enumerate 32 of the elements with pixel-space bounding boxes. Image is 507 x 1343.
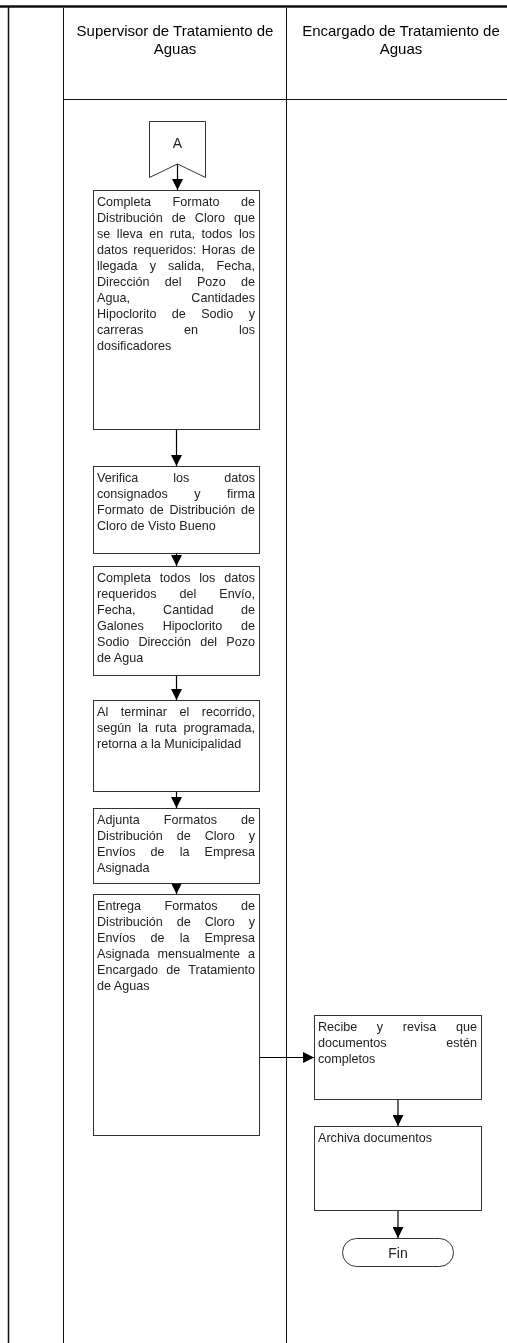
swimlane bbox=[63, 8, 287, 1343]
arrow bbox=[259, 1052, 315, 1063]
arrow bbox=[171, 883, 182, 895]
process-box bbox=[314, 1126, 482, 1211]
step-text: Archiva documentos bbox=[318, 1130, 434, 1146]
step-text: Entrega Formatos de Distribución de Cloro y Envíos de la Empresa Asignada mensualmente a Encargado de Tratamiento de Aguas bbox=[97, 898, 255, 994]
off-page-connector bbox=[149, 121, 206, 178]
step-text: Fin bbox=[388, 1244, 408, 1261]
process-box bbox=[93, 894, 260, 1136]
step-text: Adjunta Formatos de Distribución de Cloro y Envíos de la Empresa Asignada bbox=[97, 812, 255, 876]
step-text: Verifica los datos consignados y firma Formato de Distribución de Cloro de Visto Bueno bbox=[97, 470, 255, 534]
process-box bbox=[93, 466, 260, 554]
process-box bbox=[314, 1015, 482, 1100]
step-text: Al terminar el recorrido, según la ruta programada, retorna a la Municipalidad bbox=[97, 704, 255, 752]
arrow bbox=[392, 1210, 404, 1239]
lane-header: Encargado de Tratamiento de Aguas bbox=[301, 22, 501, 59]
process-box bbox=[93, 808, 260, 884]
process-box bbox=[93, 700, 260, 792]
arrow bbox=[392, 1099, 404, 1127]
terminator-pill bbox=[342, 1238, 454, 1267]
lane-header: Supervisor de Tratamiento de Aguas bbox=[75, 22, 275, 59]
process-box bbox=[93, 190, 260, 430]
arrow bbox=[171, 429, 182, 467]
process-box bbox=[93, 566, 260, 676]
step-text: A bbox=[172, 135, 183, 153]
arrow bbox=[171, 791, 182, 809]
step-text: Completa Formato de Distribución de Cloro que se lleva en ruta, todos los datos requeridos: Horas de llegada y salida, Fecha, Dirección del Pozo de Agua, Cantidades Hipoclorito de Sodio y carreras en los dosificadores bbox=[97, 194, 255, 354]
arrow bbox=[172, 163, 183, 191]
step-text: Recibe y revisa que documentos estén completos bbox=[318, 1019, 477, 1067]
step-text: Completa todos los datos requeridos del Envío, Fecha, Cantidad de Galones Hipoclorito de Sodio Dirección del Pozo de Agua bbox=[97, 570, 255, 666]
arrow bbox=[171, 553, 182, 567]
arrow bbox=[171, 675, 182, 701]
